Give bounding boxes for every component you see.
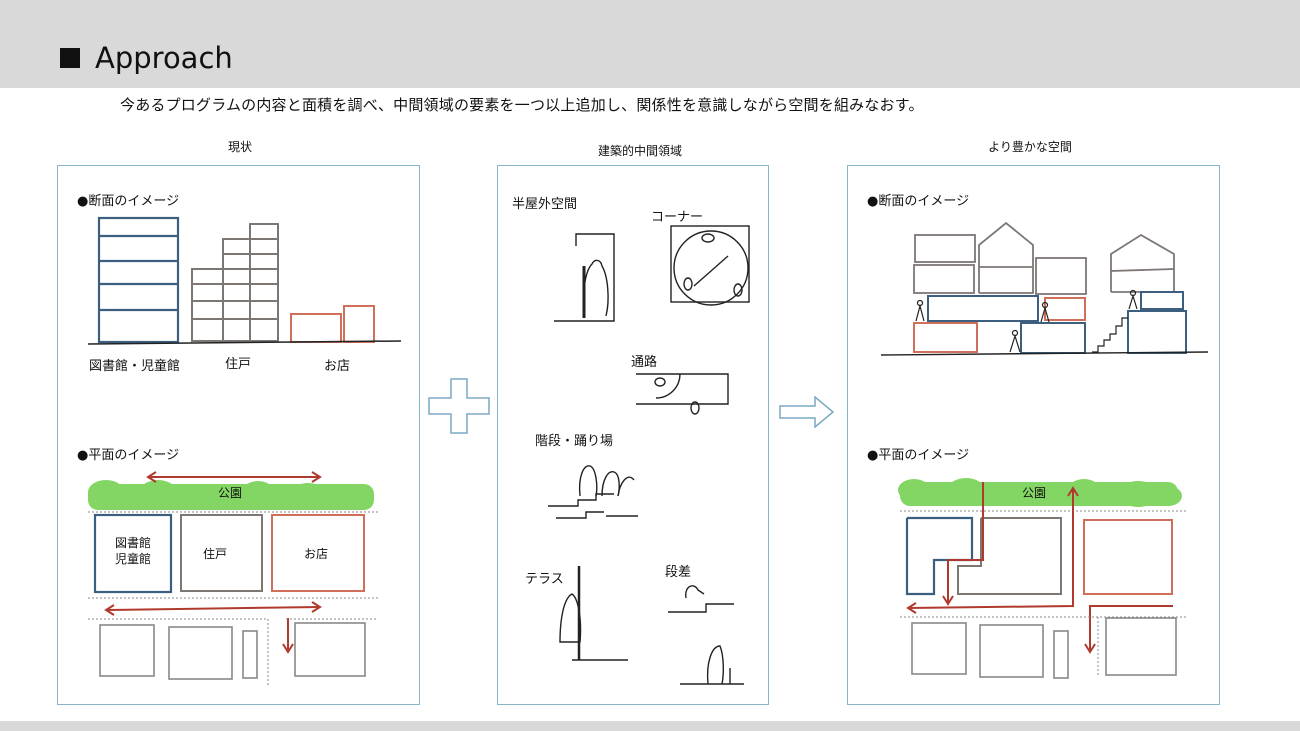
column-heading-middle: 建築的中間領域 [597, 144, 682, 158]
intermediate-area-panel: 半屋外空間 コーナー 通路 階段・踊り場 テラス 段差 [497, 165, 769, 705]
plan-block-housing: 住戸 [203, 547, 228, 561]
item-passage: 通路 [631, 355, 658, 370]
richer-plan-sketch [898, 478, 1188, 679]
park-label: 公園 [218, 486, 243, 500]
plus-icon [428, 378, 490, 434]
park-label-right: 公園 [1022, 486, 1047, 500]
column-heading-richer: より豊かな空間 [988, 140, 1072, 154]
building-label-library: 図書館・児童館 [89, 359, 181, 374]
section-image-label-right: ●断面のイメージ [867, 194, 970, 209]
plan-block-library: 図書館 児童館 [114, 536, 151, 566]
intermediate-sketches [548, 225, 750, 685]
plan-image-label-right: ●平面のイメージ [867, 448, 970, 463]
footer-bar [0, 721, 1300, 731]
item-stairs-landing: 階段・踊り場 [535, 434, 614, 449]
column-heading-current: 現状 [227, 140, 252, 154]
section-image-label: ●断面のイメージ [77, 194, 180, 209]
item-corner: コーナー [651, 210, 704, 225]
item-semi-outdoor: 半屋外空間 [512, 197, 578, 212]
richer-section-sketch [880, 221, 1209, 356]
square-bullet-icon [60, 48, 80, 68]
header-bar [0, 0, 1300, 88]
building-label-shop: お店 [324, 359, 351, 374]
page-title: Approach [60, 38, 233, 78]
plan-block-shop: お店 [304, 547, 329, 561]
page-title-text: Approach [95, 41, 233, 75]
right-arrow-icon [779, 396, 835, 428]
current-plan-sketch [88, 471, 378, 686]
richer-space-panel: ●断面のイメージ ●平面のイメージ [847, 165, 1220, 705]
plan-image-label: ●平面のイメージ [77, 448, 180, 463]
current-section-sketch [87, 216, 402, 345]
item-terrace: テラス [525, 572, 564, 587]
building-label-housing: 住戸 [225, 357, 252, 372]
description-text: 今あるプログラムの内容と面積を調べ、中間領域の要素を一つ以上追加し、関係性を意識… [120, 96, 924, 114]
current-state-panel: ●断面のイメージ 図書館・児童館 住戸 お店 ●平面のイメージ [57, 165, 420, 705]
item-step: 段差 [665, 565, 692, 580]
